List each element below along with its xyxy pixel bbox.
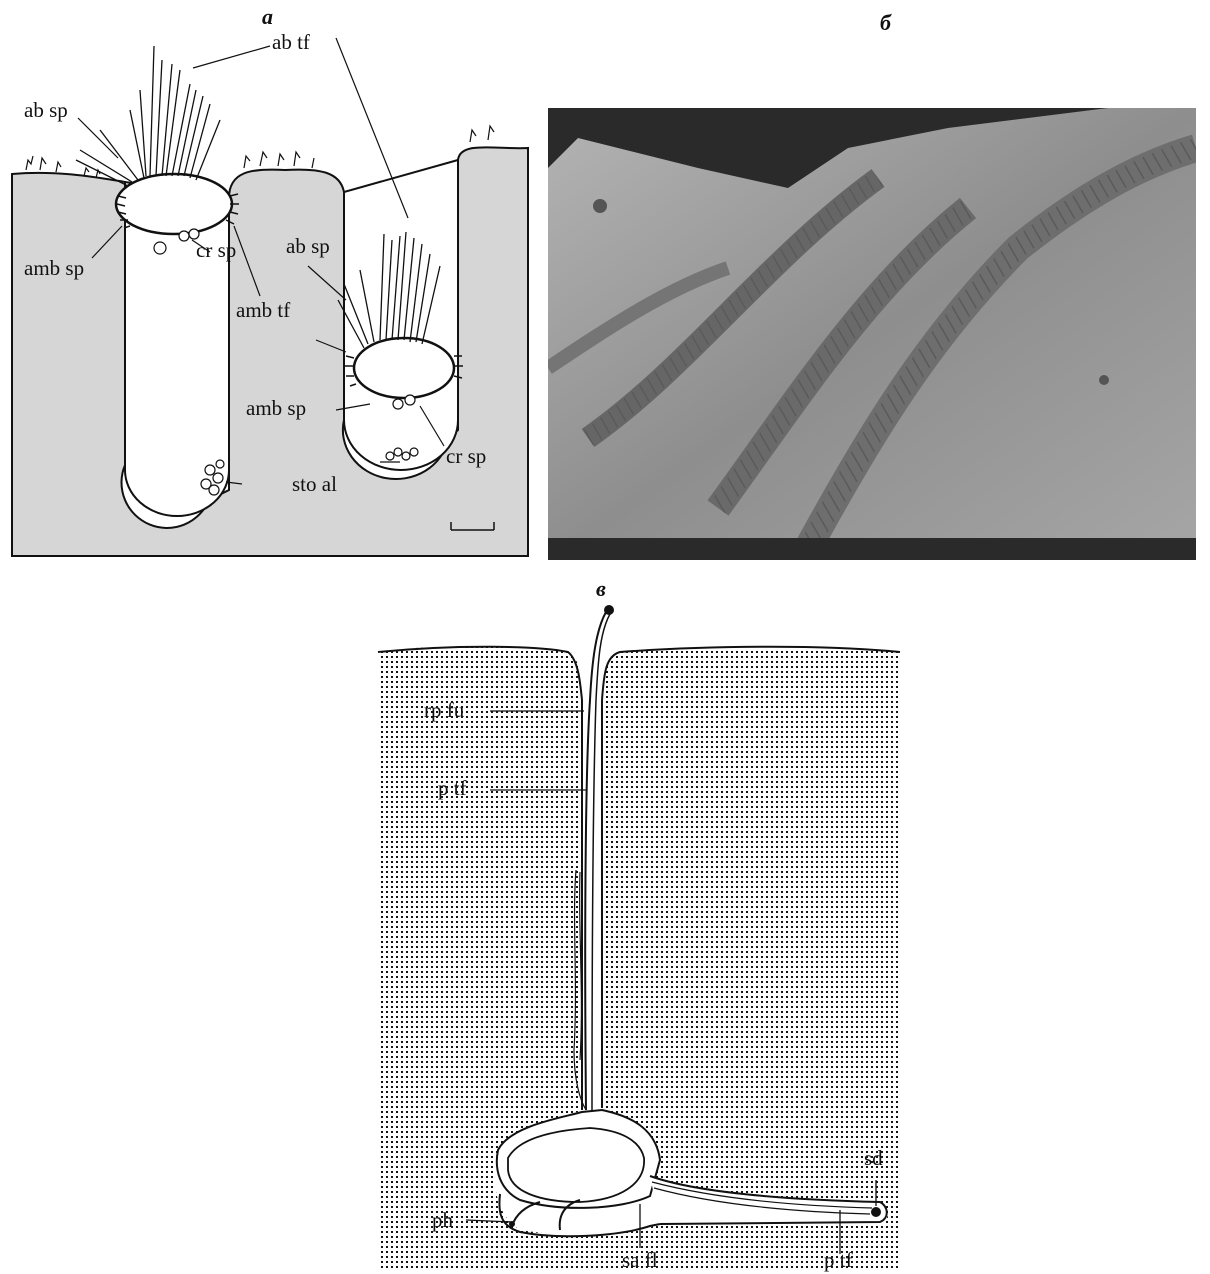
label-rp-fu: rp fu [424,700,464,721]
label-p-tf-lower: p tf [824,1250,853,1271]
label-sd: sd [864,1148,883,1169]
label-ph: ph [432,1210,453,1231]
label-p-tf-upper: p tf [438,778,467,799]
label-sa-fl: sa fl [622,1250,658,1271]
